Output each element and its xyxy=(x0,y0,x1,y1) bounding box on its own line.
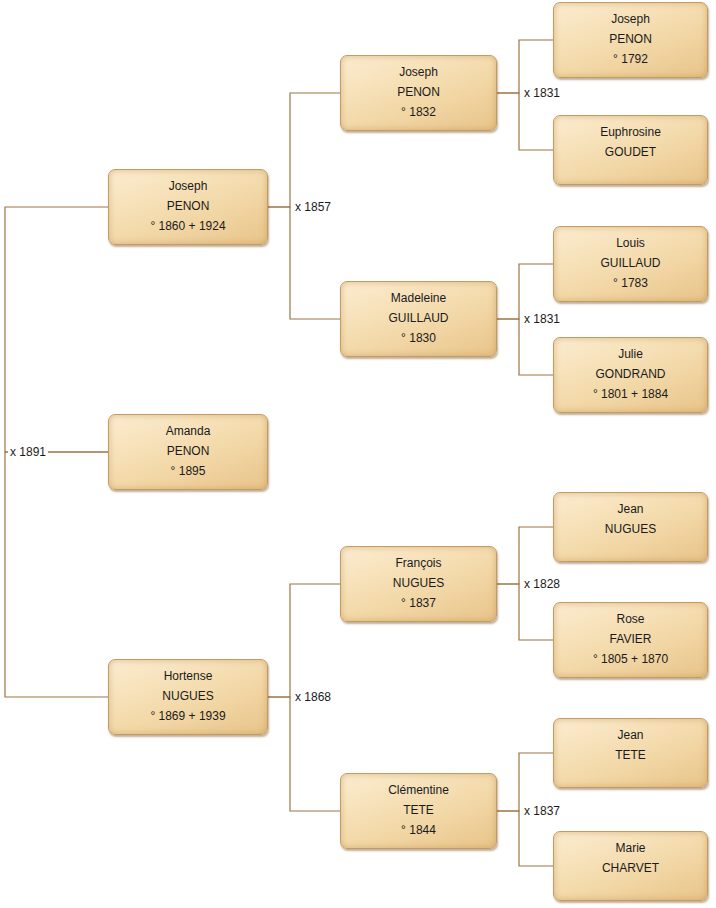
person-text: Marie xyxy=(560,838,701,858)
person-box: JeanTETE xyxy=(553,718,708,788)
person-text: Joseph xyxy=(347,62,490,82)
family-link xyxy=(268,584,340,697)
person-text: Rose xyxy=(560,609,701,629)
person-text: Madeleine xyxy=(347,288,490,308)
person-box: JeanNUGUES xyxy=(553,492,708,562)
person-text: Julie xyxy=(560,344,701,364)
person-text: ° 1860 + 1924 xyxy=(115,216,261,236)
person-text: NUGUES xyxy=(115,686,261,706)
person-text: TETE xyxy=(347,800,490,820)
person-text: ° 1844 xyxy=(347,820,490,840)
person-box: JulieGONDRAND° 1801 + 1884 xyxy=(553,337,708,413)
person-text: Hortense xyxy=(115,666,261,686)
person-text: ° 1792 xyxy=(560,49,701,69)
person-text: GUILLAUD xyxy=(560,253,701,273)
family-link xyxy=(497,584,553,640)
marriage-label: x 1857 xyxy=(293,199,333,215)
person-box: MadeleineGUILLAUD° 1830 xyxy=(340,281,497,357)
family-link xyxy=(268,697,340,811)
family-link xyxy=(5,207,108,452)
person-box: LouisGUILLAUD° 1783 xyxy=(553,226,708,302)
person-box: RoseFAVIER° 1805 + 1870 xyxy=(553,602,708,678)
person-text: Euphrosine xyxy=(560,122,701,142)
person-text: Clémentine xyxy=(347,780,490,800)
person-text: ° 1832 xyxy=(347,102,490,122)
person-box: JosephPENON° 1792 xyxy=(553,2,708,78)
person-text: François xyxy=(347,553,490,573)
person-text: Jean xyxy=(560,725,701,745)
person-text: CHARVET xyxy=(560,858,701,878)
person-text: TETE xyxy=(560,745,701,765)
person-text: GUILLAUD xyxy=(347,308,490,328)
person-text: PENON xyxy=(560,29,701,49)
person-box: JosephPENON° 1860 + 1924 xyxy=(108,169,268,245)
person-text: FAVIER xyxy=(560,629,701,649)
person-box: FrançoisNUGUES° 1837 xyxy=(340,546,497,622)
person-text: ° 1805 + 1870 xyxy=(560,649,701,669)
person-box: JosephPENON° 1832 xyxy=(340,55,497,131)
family-link xyxy=(5,452,108,697)
person-text: ° 1869 + 1939 xyxy=(115,706,261,726)
person-text: Joseph xyxy=(560,9,701,29)
person-text: ° 1783 xyxy=(560,273,701,293)
person-text: ° 1837 xyxy=(347,593,490,613)
family-link xyxy=(497,319,553,375)
family-link xyxy=(268,207,340,319)
person-text: ° 1895 xyxy=(115,461,261,481)
person-text: Joseph xyxy=(115,176,261,196)
person-box: HortenseNUGUES° 1869 + 1939 xyxy=(108,659,268,735)
family-link xyxy=(268,93,340,207)
family-link xyxy=(497,811,553,866)
marriage-label: x 1828 xyxy=(522,576,562,592)
person-text: GONDRAND xyxy=(560,364,701,384)
person-box: AmandaPENON° 1895 xyxy=(108,414,268,490)
marriage-label: x 1831 xyxy=(522,311,562,327)
person-text: PENON xyxy=(115,441,261,461)
person-box: ClémentineTETE° 1844 xyxy=(340,773,497,849)
marriage-label: x 1831 xyxy=(522,85,562,101)
person-text: Louis xyxy=(560,233,701,253)
person-box: EuphrosineGOUDET xyxy=(553,115,708,185)
person-text: Jean xyxy=(560,499,701,519)
person-text: PENON xyxy=(115,196,261,216)
person-text: Amanda xyxy=(115,421,261,441)
person-text: ° 1801 + 1884 xyxy=(560,384,701,404)
person-box: MarieCHARVET xyxy=(553,831,708,901)
marriage-label: x 1837 xyxy=(522,803,562,819)
marriage-label: x 1868 xyxy=(293,689,333,705)
marriage-label: x 1891 xyxy=(8,444,48,460)
family-link xyxy=(497,93,553,150)
person-text: ° 1830 xyxy=(347,328,490,348)
person-text: GOUDET xyxy=(560,142,701,162)
person-text: NUGUES xyxy=(347,573,490,593)
person-text: PENON xyxy=(347,82,490,102)
person-text: NUGUES xyxy=(560,519,701,539)
